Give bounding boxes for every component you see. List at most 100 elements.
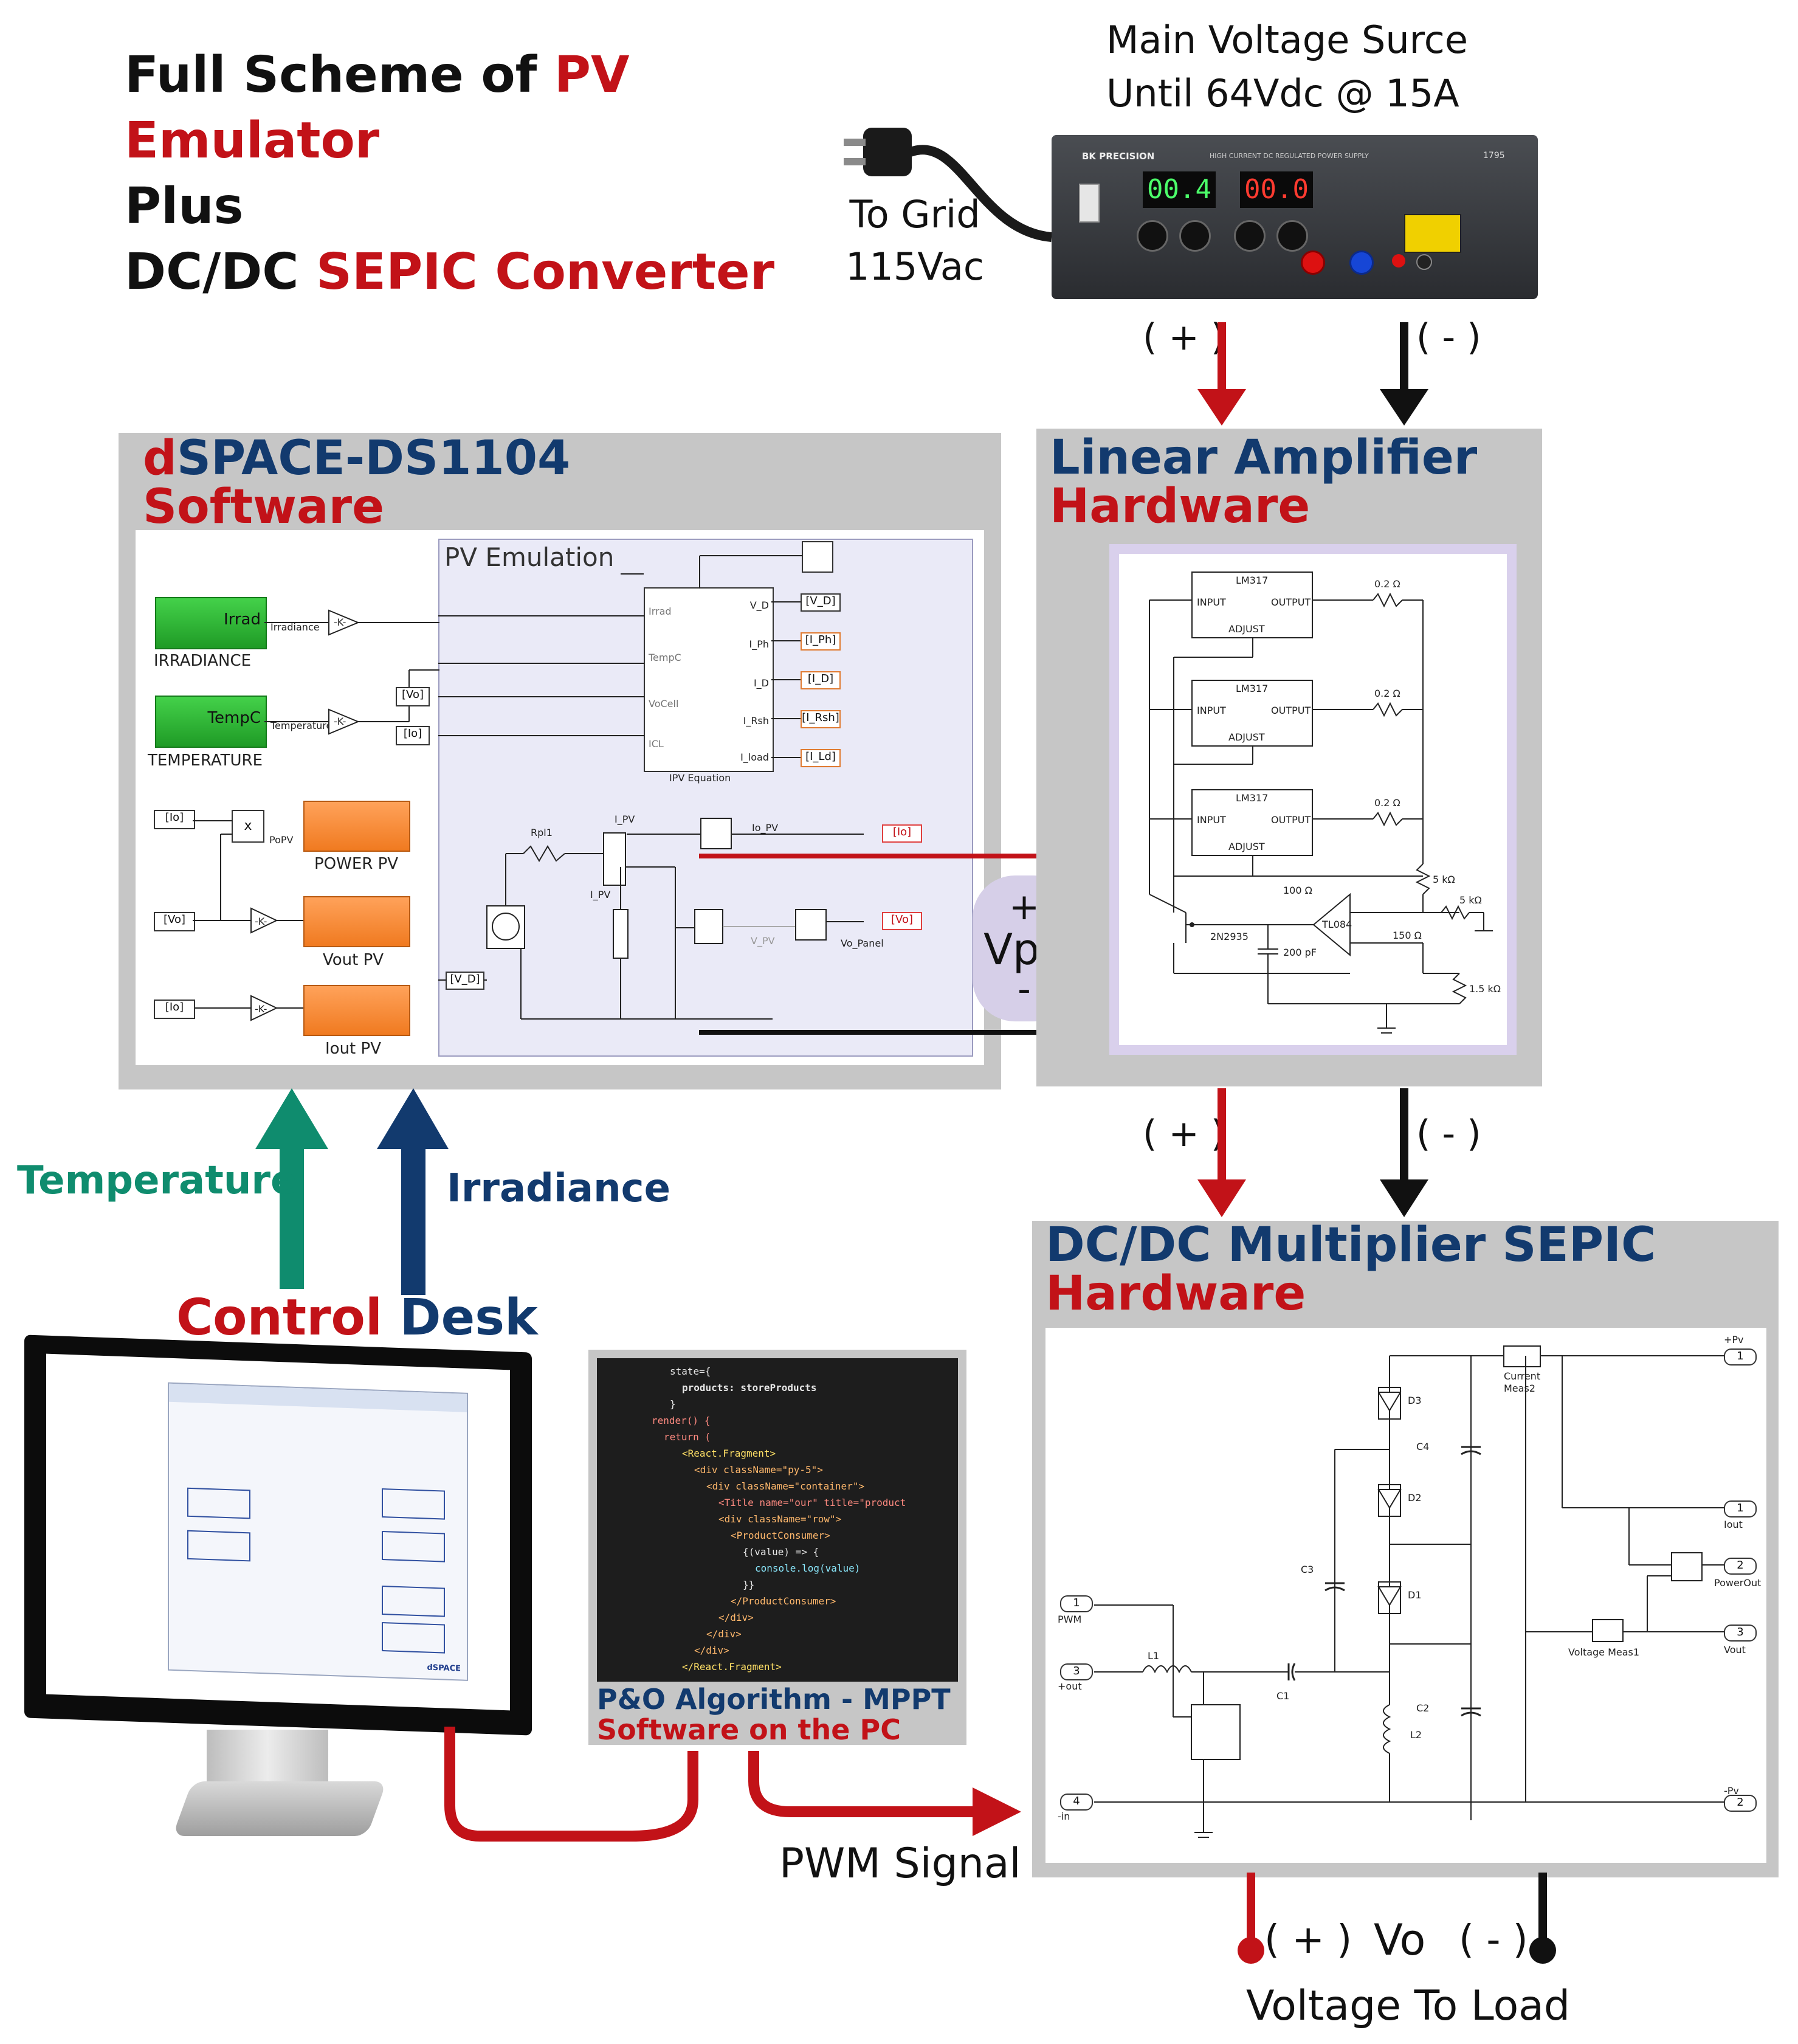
irradiance-source: Irrad [155, 597, 267, 649]
vo-panel-label: Vo_Panel [841, 937, 884, 949]
eq-in-vocell: VoCell [649, 698, 679, 710]
simulink-model: PV Emulation Irrad Irradiance IRRADIANCE… [136, 530, 984, 1065]
code-line: <div className="container"> [706, 1480, 865, 1492]
sepic-title-line1: DC/DC Multiplier SEPIC [1045, 1218, 1656, 1272]
title-line2: Emulator [125, 112, 380, 170]
goto-iph: [I_Ph] [801, 632, 841, 651]
r100-label: 100 Ω [1283, 885, 1312, 896]
monitor-block-2 [187, 1530, 250, 1562]
linear-title-line2: Hardware [1050, 479, 1311, 534]
c3-label: C3 [1301, 1564, 1314, 1575]
opamp-label: TL084 [1322, 919, 1352, 930]
code-line: </ProductConsumer> [731, 1595, 836, 1607]
pv-emulation-wiring [438, 555, 864, 1020]
grid-label: To Grid 115Vac [836, 188, 994, 293]
dspace-title: dSPACE-DS1104 Software [143, 434, 570, 531]
title-line4: DC/DC [125, 243, 316, 301]
d3-label: D3 [1408, 1395, 1422, 1406]
control-desk-label: Control Desk [176, 1289, 538, 1347]
ipv-label-1: I_PV [615, 813, 635, 825]
powerout-port-label: PowerOut [1714, 1577, 1762, 1589]
from-io-3: [Io] [396, 726, 430, 745]
ipv-equation-block: Irrad TempC VoCell ICL V_D I_Ph I_D I_Rs… [644, 587, 774, 772]
goto-io: [Io] [882, 824, 922, 843]
pwm-cables [444, 1727, 1021, 1842]
psu-knob-2 [1179, 220, 1211, 252]
from-vo-2: [Vo] [396, 687, 430, 706]
voltage-meas-label: Voltage Meas1 [1568, 1646, 1640, 1658]
r02-2: 0.2 Ω [1374, 688, 1400, 699]
eq-out-iph: I_Ph [749, 638, 769, 650]
iout-pv-label: Iout PV [325, 1040, 381, 1058]
monitor-screen[interactable]: dSPACE [46, 1353, 510, 1711]
cap-label: 200 pF [1283, 947, 1317, 958]
eq-out-iload: I_load [740, 751, 769, 763]
output-minus-label: ( - ) [1459, 1918, 1528, 1963]
mppt-panel: state={ products: storeProducts } render… [588, 1350, 966, 1745]
psu-voltage-display: 00.4 [1143, 171, 1216, 208]
linear-title-line1: Linear Amplifier [1050, 430, 1478, 485]
code-line: <Title name="our" title="product [718, 1497, 906, 1508]
pv-emulation-title: PV Emulation [444, 542, 615, 572]
psu-knob-1 [1137, 220, 1168, 252]
port-iout: 1 [1724, 1500, 1757, 1517]
code-line: <ProductConsumer> [731, 1530, 830, 1541]
code-line: <div className="row"> [718, 1513, 842, 1525]
port-pwm: 1 [1060, 1595, 1093, 1612]
vout-port-label: Vout [1724, 1644, 1746, 1656]
in-minus-label: -in [1058, 1811, 1070, 1822]
lm317-2-input: INPUT [1197, 705, 1226, 716]
linear-plus-label: ( + ) [1143, 1113, 1225, 1155]
title-line3: Plus [125, 178, 244, 235]
monitor-brand: dSPACE [427, 1663, 461, 1674]
dspace-title-software: Software [143, 480, 385, 534]
lm317-1-adjust: ADJUST [1228, 623, 1265, 635]
goto-ild: [I_Ld] [801, 749, 841, 767]
temperature-signal-label: Temperature [270, 720, 332, 731]
code-line: }} [743, 1579, 755, 1590]
vout-pv-display [303, 896, 410, 947]
ipv-label-2: I_PV [590, 889, 611, 900]
psu-brand: BK PRECISION [1082, 151, 1155, 162]
lm317-3-input: INPUT [1197, 814, 1226, 826]
monitor-block-3 [382, 1488, 445, 1520]
pv-plus-label: +Pv [1724, 1334, 1744, 1345]
grid-label-line1: To Grid [849, 192, 980, 237]
linear-negative-arrow [1380, 1088, 1428, 1217]
power-pv-label: POWER PV [314, 855, 399, 873]
psu-blue-terminal [1349, 250, 1374, 275]
code-line: <React.Fragment> [682, 1448, 776, 1459]
multiplier-block: x [232, 810, 264, 843]
r150-label: 150 Ω [1393, 930, 1422, 941]
psu-black-terminal [1416, 254, 1432, 270]
r02-1: 0.2 Ω [1374, 578, 1400, 590]
code-line: </React.Fragment> [682, 1661, 782, 1673]
title-line1-accent: PV [554, 46, 630, 104]
iout-pv-display [303, 985, 410, 1036]
port-pv-minus: 2 [1724, 1795, 1757, 1812]
goto-id: [I_D] [801, 671, 841, 689]
output-wires [1238, 1873, 1556, 1964]
pwm-port-label: PWM [1058, 1614, 1082, 1625]
r15k-label: 1.5 kΩ [1469, 983, 1501, 995]
from-io-2: [Io] [154, 1000, 195, 1019]
temperature-source: TempC [155, 696, 267, 748]
sepic-panel: DC/DC Multiplier SEPIC Hardware [1032, 1221, 1779, 1877]
monitor: dSPACE [24, 1334, 532, 1736]
linear-schematic: LM317 INPUT OUTPUT ADJUST LM317 INPUT OU… [1119, 554, 1507, 1045]
v-pv-label: V_PV [751, 935, 775, 947]
grid-label-line2: 115Vac [845, 244, 985, 289]
monitor-block-4 [382, 1530, 445, 1562]
sepic-schematic-lines [1094, 1345, 1751, 1838]
mppt-title-line1: P&O Algorithm - MPPT [597, 1683, 951, 1716]
vout-pv-label: Vout PV [323, 951, 384, 969]
code-line: return ( [664, 1431, 711, 1443]
code-line: } [670, 1398, 676, 1410]
mppt-title: P&O Algorithm - MPPT Software on the PC [597, 1684, 951, 1745]
lm317-2: LM317 [1236, 683, 1269, 694]
lm317-2-output: OUTPUT [1271, 705, 1311, 716]
psu-positive-arrow [1197, 322, 1246, 426]
controldesk-window[interactable]: dSPACE [168, 1382, 468, 1681]
eq-in-tempc: TempC [649, 652, 681, 663]
from-io-1: [Io] [154, 810, 195, 829]
